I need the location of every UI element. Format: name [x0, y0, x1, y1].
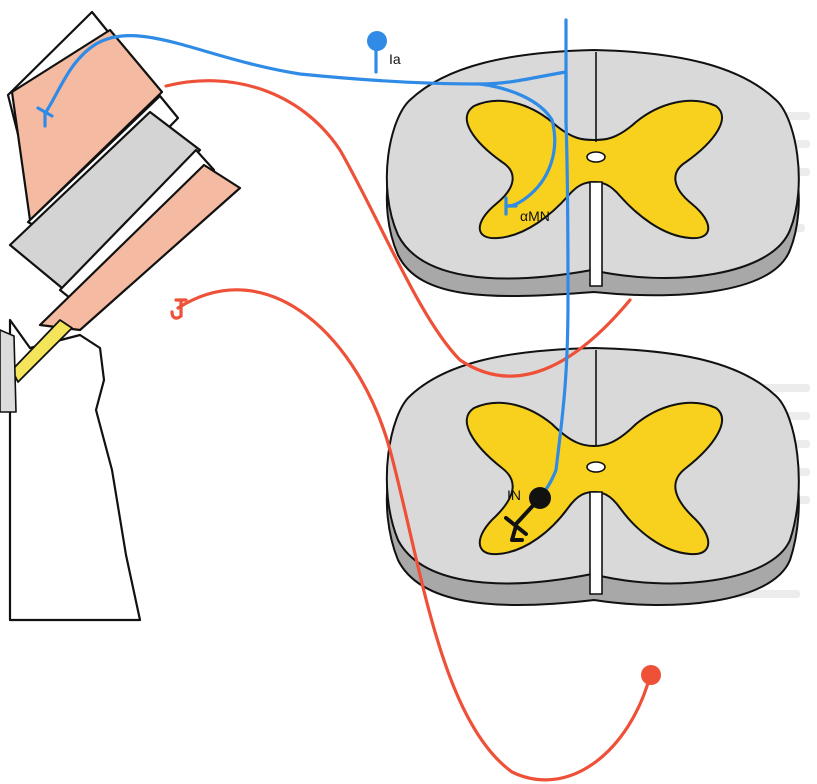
motor-neuron-soma-icon — [641, 665, 661, 685]
muscle-limb — [0, 12, 240, 620]
interneuron-label: IN — [507, 488, 521, 502]
spinal-cord-section-upper — [387, 50, 799, 296]
spinal-cord-section-lower — [387, 348, 799, 605]
anterior-fissure-lower — [590, 492, 602, 594]
alpha-motor-neuron-label: αMN — [520, 209, 550, 223]
central-canal-upper — [587, 152, 605, 162]
ia-afferent-label: Ia — [389, 52, 401, 66]
anterior-fissure-upper — [590, 182, 602, 286]
bone-edge — [0, 330, 16, 412]
central-canal-lower — [587, 462, 605, 472]
ia-neuron-soma-icon — [367, 31, 387, 51]
